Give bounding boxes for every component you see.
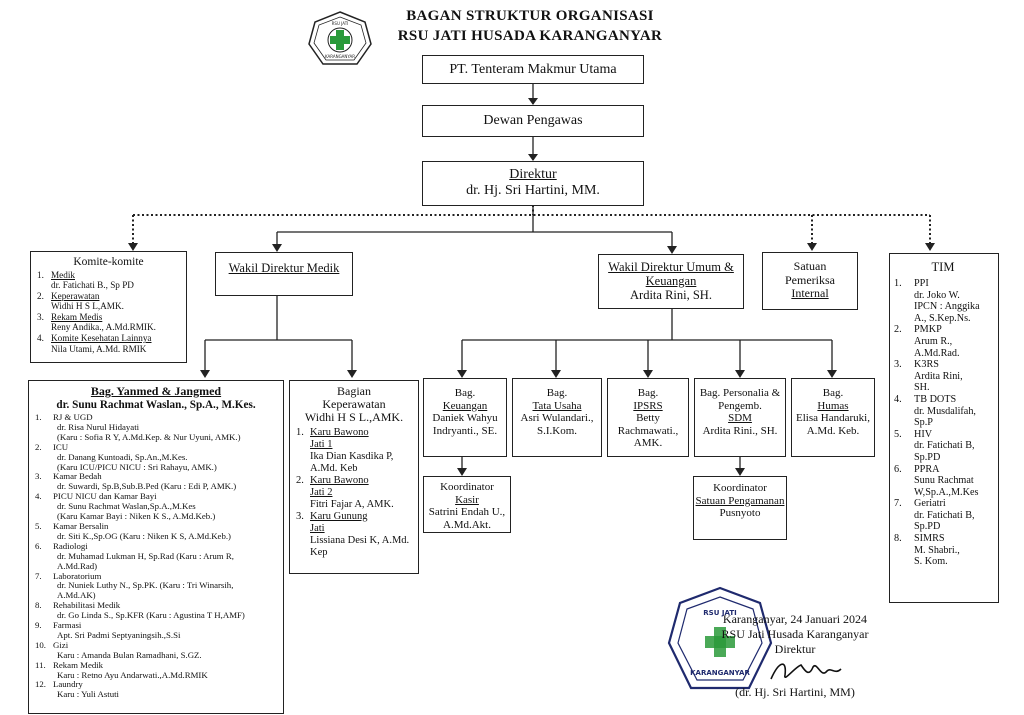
spi-box: Satuan Pemeriksa Internal — [762, 252, 858, 310]
komite-item-label: Medik — [51, 269, 75, 280]
svg-text:RSU JATI: RSU JATI — [703, 609, 736, 617]
keperawatan-head: Widhi H S L.,AMK. — [304, 410, 404, 424]
hospital-logo: RSU JATI KARANGANYAR — [305, 10, 375, 70]
komite-item-label: Rekam Medis — [51, 311, 103, 322]
chart-title-line1: BAGAN STRUKTUR ORGANISASI — [406, 8, 654, 24]
direktur-title: Direktur — [509, 167, 557, 182]
wadir-umum-title: Wakil Direktur Umum & Keuangan — [608, 260, 734, 288]
direktur-name: dr. Hj. Sri Hartini, MM. — [466, 183, 600, 198]
tim-title: TIM — [931, 260, 955, 274]
komite-item-label: Keperawatan — [51, 290, 100, 301]
svg-text:KARANGANYAR: KARANGANYAR — [325, 54, 355, 59]
keperawatan-title2: Keperawatan — [322, 397, 386, 411]
signature-block: Karanganyar, 24 Januari 2024 RSU Jati Hu… — [700, 612, 890, 700]
svg-text:RSU JATI: RSU JATI — [332, 21, 349, 26]
pt-box: PT. Tenteram Makmur Utama — [422, 55, 644, 84]
spi-line1: Satuan — [793, 259, 827, 273]
dewan-label: Dewan Pengawas — [483, 113, 583, 128]
wadir-medik-box: Wakil Direktur Medik — [215, 252, 353, 296]
sign-date: Karanganyar, 24 Januari 2024 — [722, 612, 868, 626]
pt-label: PT. Tenteram Makmur Utama — [449, 62, 617, 77]
wadir-medik-label: Wakil Direktur Medik — [228, 261, 340, 275]
wadir-umum-box: Wakil Direktur Umum & Keuangan Ardita Ri… — [598, 254, 744, 309]
keperawatan-box: Bagian Keperawatan Widhi H S L.,AMK. 1.K… — [289, 380, 419, 574]
chart-title-line2: RSU JATI HUSADA KARANGANYAR — [397, 28, 663, 44]
yanmed-title: Bag. Yanmed & Jangmed — [90, 384, 222, 398]
spi-line3: Internal — [791, 286, 829, 300]
komite-item-label: Komite Kesehatan Lainnya — [51, 333, 152, 344]
yanmed-box: Bag. Yanmed & Jangmed dr. Sunu Rachmat W… — [28, 380, 284, 714]
wadir-umum-name: Ardita Rini, SH. — [630, 288, 712, 302]
komite-title: Komite-komite — [73, 256, 144, 268]
spi-line2: Pemeriksa — [785, 272, 835, 287]
sign-role: Direktur — [774, 642, 816, 656]
yanmed-head: dr. Sunu Rachmat Waslan., Sp.A., M.Kes. — [56, 399, 256, 411]
hospital-stamp: RSU JATI KARANGANYAR — [665, 585, 775, 705]
dewan-pengawas-box: Dewan Pengawas — [422, 105, 644, 137]
keperawatan-title1: Bagian — [337, 384, 371, 398]
sign-name: (dr. Hj. Sri Hartini, MM) — [735, 685, 855, 699]
svg-text:KARANGANYAR: KARANGANYAR — [690, 669, 750, 677]
sign-org: RSU Jati Husada Karanganyar — [721, 627, 869, 641]
direktur-box: Direktur dr. Hj. Sri Hartini, MM. — [422, 161, 644, 206]
handwritten-signature — [770, 663, 842, 680]
